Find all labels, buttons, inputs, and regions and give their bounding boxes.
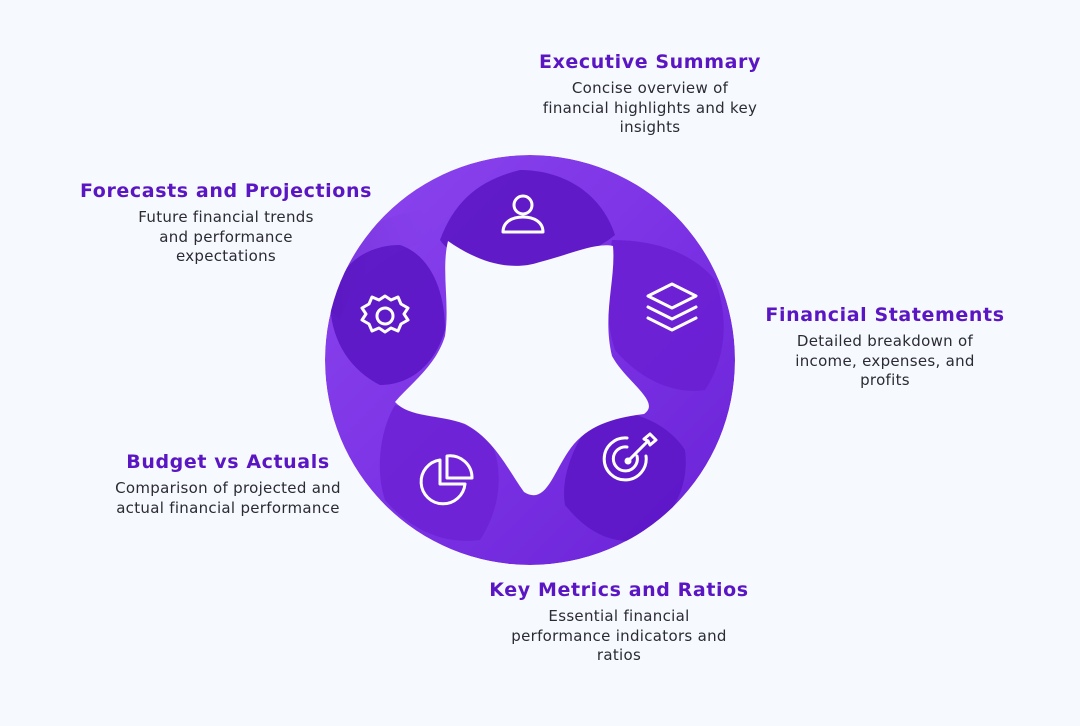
segment-title: Forecasts and Projections	[80, 180, 372, 202]
segment-description: Concise overview of financial highlights…	[542, 79, 758, 136]
segment-key-metrics: Key Metrics and Ratios Essential financi…	[464, 579, 774, 666]
segment-financial-statements: Financial Statements Detailed breakdown …	[740, 304, 1030, 391]
segment-budget-vs-actuals: Budget vs Actuals Comparison of projecte…	[98, 451, 358, 518]
segment-forecasts: Forecasts and Projections Future financi…	[56, 180, 396, 267]
layers-icon	[646, 282, 698, 332]
segment-description: Future financial trends and performance …	[138, 208, 314, 265]
segment-title: Budget vs Actuals	[126, 451, 330, 473]
segment-executive-summary: Executive Summary Concise overview of fi…	[505, 51, 795, 138]
center-star	[395, 241, 649, 496]
segment-title: Key Metrics and Ratios	[489, 579, 749, 601]
segment-title: Executive Summary	[539, 51, 761, 73]
target-icon	[602, 432, 658, 482]
segment-description: Essential financial performance indicato…	[511, 607, 727, 664]
segment-title: Financial Statements	[765, 304, 1005, 326]
pie-chart-icon	[419, 454, 474, 506]
segment-description: Detailed breakdown of income, expenses, …	[795, 332, 975, 389]
user-icon	[501, 194, 545, 234]
segment-description: Comparison of projected and actual finan…	[115, 479, 341, 517]
fold-band-bottom-right	[564, 410, 686, 541]
gear-icon	[360, 294, 410, 334]
